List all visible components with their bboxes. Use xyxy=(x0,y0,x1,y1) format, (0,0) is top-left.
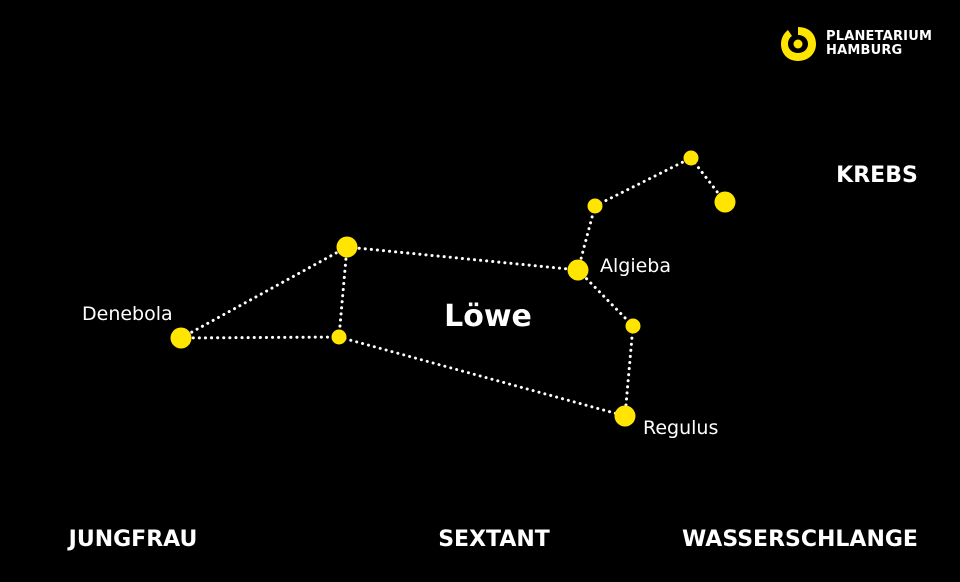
star-adhafera xyxy=(587,198,603,214)
star-chertan xyxy=(331,329,347,345)
star-rasalas xyxy=(683,150,699,166)
star-label-regulus: Regulus xyxy=(643,417,718,439)
constellation-line-zosma-chertan xyxy=(337,245,349,339)
constellation-line-zosma-algieba xyxy=(345,245,580,272)
star-denebola xyxy=(170,327,192,349)
star-regulus xyxy=(614,405,636,427)
neighbor-constellation-jungfrau: JUNGFRAU xyxy=(67,527,198,552)
neighbor-constellation-wasserschlange: WASSERSCHLANGE xyxy=(682,527,918,552)
star-label-denebola: Denebola xyxy=(82,303,173,325)
planetarium-logo-text: PLANETARIUM HAMBURG xyxy=(826,30,932,58)
constellation-line-algieba-eta-leonis xyxy=(576,268,635,328)
neighbor-constellation-sextant: SEXTANT xyxy=(438,527,550,552)
star-zosma xyxy=(336,236,358,258)
constellation-line-algieba-adhafera xyxy=(576,204,597,272)
neighbor-constellation-krebs: KREBS xyxy=(836,163,918,188)
constellation-lines xyxy=(179,156,727,418)
constellation-stars xyxy=(170,150,736,427)
constellation-line-adhafera-rasalas xyxy=(593,156,693,208)
logo-line-2: HAMBURG xyxy=(826,43,903,58)
planetarium-logo: PLANETARIUM HAMBURG xyxy=(778,24,932,64)
constellation-line-denebola-zosma xyxy=(179,245,349,340)
constellation-name: Löwe xyxy=(444,299,532,334)
constellation-line-eta-leonis-regulus xyxy=(623,324,635,418)
star-ras-elased xyxy=(714,191,736,213)
constellation-line-denebola-chertan xyxy=(179,335,341,340)
star-algieba xyxy=(567,259,589,281)
logo-line-1: PLANETARIUM xyxy=(826,29,933,44)
constellation-line-chertan-regulus xyxy=(337,335,627,418)
star-eta-leonis xyxy=(625,318,641,334)
star-label-algieba: Algieba xyxy=(600,255,671,277)
planetarium-logo-icon xyxy=(781,27,816,61)
